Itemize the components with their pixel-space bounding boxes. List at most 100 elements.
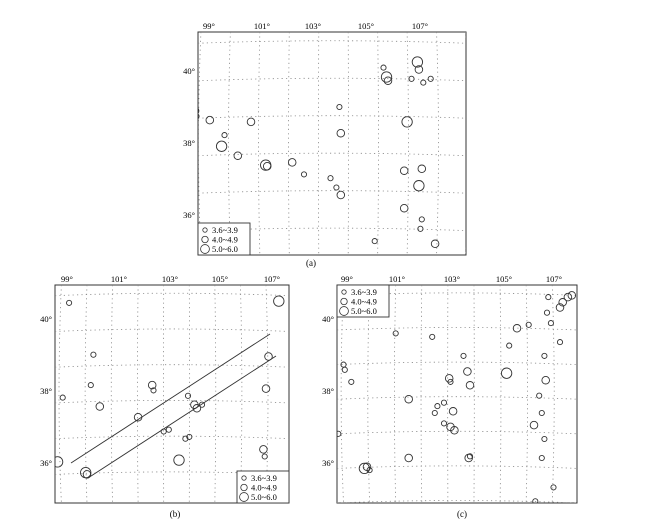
- earthquake-marker: [186, 433, 193, 440]
- earthquake-marker: [150, 387, 157, 394]
- earthquake-marker: [558, 298, 567, 307]
- earthquake-marker: [440, 420, 448, 427]
- earthquake-marker: [358, 462, 371, 475]
- lat-label-a: 40°: [183, 66, 195, 76]
- lon-label-b: 107°: [264, 274, 280, 284]
- legend-label: 3.6~3.9: [251, 473, 277, 483]
- earthquake-marker: [401, 116, 413, 128]
- earthquake-marker: [133, 412, 143, 422]
- graticule-a: [198, 32, 466, 255]
- earthquake-marker: [538, 409, 545, 417]
- earthquake-marker: [418, 216, 425, 223]
- earthquake-marker: [413, 180, 425, 192]
- lon-label-c: 105°: [496, 274, 512, 284]
- legend-label: 5.0~6.0: [212, 244, 238, 254]
- legend-symbol: [202, 227, 208, 233]
- earthquake-marker: [460, 352, 467, 359]
- earthquake-marker: [414, 65, 424, 74]
- lon-label-c: 107°: [546, 274, 562, 284]
- earthquake-marker: [556, 339, 564, 346]
- map-frame-b: [54, 284, 290, 504]
- lon-label-a: 99°: [203, 21, 215, 31]
- lat-label-b: 36°: [40, 458, 52, 468]
- legend-symbol: [239, 492, 249, 502]
- earthquake-marker: [336, 103, 343, 111]
- earthquake-marker: [215, 140, 228, 152]
- earthquake-marker: [259, 445, 268, 454]
- legend-symbol: [339, 306, 349, 316]
- legend-label: 4.0~4.9: [351, 297, 377, 307]
- earthquake-marker: [448, 407, 458, 416]
- earthquake-marker: [500, 367, 513, 379]
- earthquake-marker: [529, 420, 539, 430]
- legend-label: 4.0~4.9: [251, 483, 277, 493]
- earthquake-marker: [392, 330, 399, 337]
- earthquake-marker: [182, 435, 189, 442]
- lon-label-a: 105°: [358, 21, 374, 31]
- earthquake-marker: [337, 430, 342, 437]
- legend-symbol: [341, 289, 347, 295]
- caption-c: (c): [457, 509, 467, 519]
- earthquake-marker: [80, 466, 92, 479]
- earthquake-marker: [90, 351, 97, 358]
- earthquake-marker: [431, 409, 438, 417]
- lat-label-a: 38°: [183, 138, 195, 148]
- legend-symbol: [240, 483, 248, 492]
- earthquake-marker: [87, 382, 94, 389]
- earthquake-marker: [399, 203, 409, 213]
- map-panel-b: 99°101°103°105°107°40°38°36°3.6~3.94.0~4…: [40, 274, 290, 504]
- earthquake-marker: [404, 453, 413, 463]
- earthquake-marker: [545, 294, 552, 301]
- earthquake-marker: [440, 399, 448, 406]
- earthquake-marker: [541, 435, 548, 443]
- earthquake-marker: [417, 164, 427, 174]
- events-b: [55, 295, 285, 483]
- earthquake-marker: [543, 309, 551, 316]
- earthquake-marker: [541, 375, 550, 385]
- earthquake-marker: [82, 470, 92, 479]
- lat-label-b: 40°: [40, 314, 52, 324]
- earthquake-marker: [205, 115, 215, 125]
- earthquake-marker: [555, 303, 565, 312]
- earthquake-marker: [450, 426, 459, 435]
- earthquake-marker: [417, 225, 424, 232]
- earthquake-marker: [567, 291, 577, 300]
- lon-label-c: 101°: [389, 274, 405, 284]
- earthquake-marker: [380, 64, 387, 71]
- earthquake-marker: [429, 333, 436, 340]
- graticule-b: [55, 285, 289, 503]
- lon-label-b: 101°: [111, 274, 127, 284]
- legend-label: 4.0~4.9: [212, 235, 238, 245]
- earthquake-marker: [198, 401, 206, 408]
- lon-label-a: 103°: [305, 21, 321, 31]
- earthquake-marker: [261, 453, 268, 460]
- earthquake-marker: [261, 384, 271, 393]
- map-panel-c: 99°101°103°105°107°40°38°36°3.6~3.94.0~4…: [322, 274, 578, 504]
- earthquake-marker: [327, 175, 334, 182]
- lon-label-b: 99°: [61, 274, 73, 284]
- legend-b: 3.6~3.94.0~4.95.0~6.0: [236, 470, 290, 504]
- legend-a: 3.6~3.94.0~4.95.0~6.0: [197, 222, 251, 256]
- earthquake-marker: [408, 75, 415, 82]
- lon-label-c: 103°: [444, 274, 460, 284]
- earthquake-marker: [184, 392, 192, 399]
- earthquake-marker: [404, 394, 413, 404]
- earthquake-marker: [246, 117, 256, 127]
- earthquake-marker: [380, 71, 393, 83]
- legend-label: 3.6~3.9: [212, 225, 238, 235]
- earthquake-marker: [463, 367, 472, 376]
- earthquake-marker: [59, 394, 66, 401]
- earthquake-marker: [434, 403, 441, 410]
- legend-label: 5.0~6.0: [251, 492, 277, 502]
- lon-label-a: 101°: [254, 21, 270, 31]
- map-frame-a: [197, 31, 467, 256]
- lat-label-b: 38°: [40, 386, 52, 396]
- earthquake-marker: [198, 113, 200, 119]
- earthquake-marker: [430, 239, 440, 249]
- lon-label-b: 105°: [212, 274, 228, 284]
- caption-a: (a): [306, 258, 316, 268]
- earthquake-marker: [333, 184, 340, 191]
- lat-label-c: 40°: [322, 314, 334, 324]
- earthquake-marker: [538, 454, 545, 462]
